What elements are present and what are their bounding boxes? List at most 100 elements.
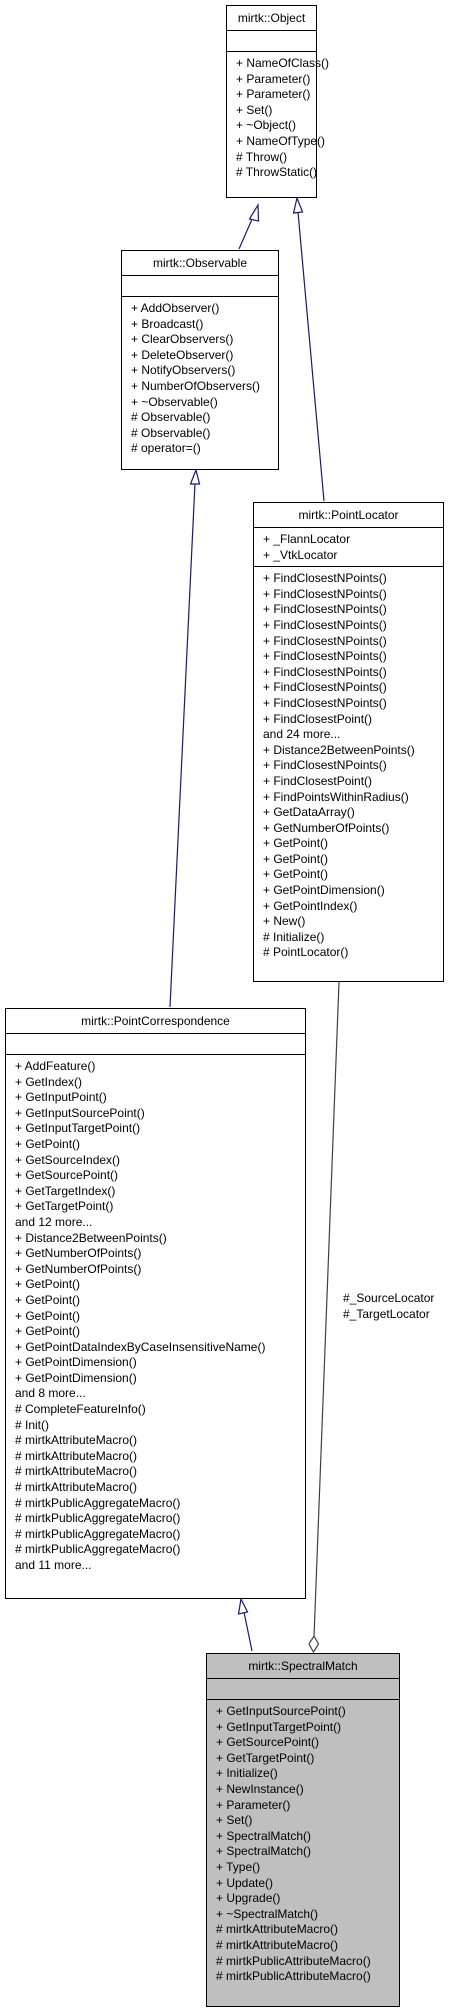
class-member: + GetSourcePoint() xyxy=(15,1168,119,1183)
methods-section: + AddObserver()+ Broadcast()+ ClearObser… xyxy=(122,297,278,460)
class-member: # mirtkPublicAttributeMacro() xyxy=(216,1953,371,1968)
class-member: # mirtkAttributeMacro() xyxy=(15,1448,138,1463)
edge-observable-to-object xyxy=(238,216,254,250)
class-member: + AddFeature() xyxy=(15,1059,96,1073)
class-member: + _VtkLocator xyxy=(263,547,338,562)
class-member: # Observable() xyxy=(131,425,211,440)
class-member: + GetTargetPoint() xyxy=(15,1199,114,1214)
attributes-section xyxy=(6,1034,305,1055)
class-member: + GetInputTargetPoint() xyxy=(216,1719,342,1734)
methods-section: + NameOfClass()+ Parameter()+ Parameter(… xyxy=(227,52,330,184)
class-member: # CompleteFeatureInfo() xyxy=(15,1402,146,1417)
class-member: + GetTargetIndex() xyxy=(15,1183,116,1198)
inheritance-arrowhead xyxy=(237,1597,249,1615)
class-member: # mirtkPublicAggregateMacro() xyxy=(15,1511,181,1526)
class-member: + FindClosestNPoints() xyxy=(263,695,387,710)
class-member: # operator=() xyxy=(131,441,201,456)
class-point-correspondence[interactable]: mirtk::PointCorrespondence + AddFeature(… xyxy=(5,1008,306,1599)
class-name: mirtk::SpectralMatch xyxy=(207,1654,399,1679)
edge-pointlocator-to-object xyxy=(297,211,325,502)
class-name: mirtk::Object xyxy=(227,6,316,31)
class-member: + New() xyxy=(263,914,306,929)
class-member: + GetPointDimension() xyxy=(263,883,385,898)
class-member: and 11 more... xyxy=(15,1558,92,1572)
methods-section: + AddFeature()+ GetIndex()+ GetInputPoin… xyxy=(6,1055,305,1577)
edge-pointcorrespondence-to-observable xyxy=(169,482,196,1008)
class-member: + NewInstance() xyxy=(216,1781,304,1796)
class-member: + ~Observable() xyxy=(131,394,218,409)
class-point-locator[interactable]: mirtk::PointLocator + _FlannLocator+ _Vt… xyxy=(253,502,444,982)
class-member: + FindClosestNPoints() xyxy=(263,633,387,648)
class-member: + Distance2BetweenPoints() xyxy=(15,1230,167,1245)
class-member: and 12 more... xyxy=(15,1214,93,1229)
class-observable[interactable]: mirtk::Observable + AddObserver()+ Broad… xyxy=(121,250,279,470)
class-member: + _FlannLocator xyxy=(263,532,351,546)
class-member: + GetPointDimension() xyxy=(15,1370,137,1385)
class-member: + GetNumberOfPoints() xyxy=(15,1246,142,1261)
class-member: # mirtkPublicAggregateMacro() xyxy=(15,1526,181,1541)
class-member: + NameOfType() xyxy=(236,133,326,148)
class-member: + Parameter() xyxy=(236,87,311,102)
class-member: # mirtkAttributeMacro() xyxy=(15,1480,138,1495)
class-member: # ThrowStatic() xyxy=(236,165,318,180)
class-member: + GetPoint() xyxy=(15,1277,81,1292)
class-member: # PointLocator() xyxy=(263,945,349,960)
class-member: + NumberOfObservers() xyxy=(131,378,261,393)
class-member: + Type() xyxy=(216,1859,261,1874)
class-member: + Broadcast() xyxy=(131,316,204,331)
class-member: + Parameter() xyxy=(216,1797,291,1812)
class-member: + GetInputSourcePoint() xyxy=(15,1105,145,1120)
class-object[interactable]: mirtk::Object + NameOfClass()+ Parameter… xyxy=(226,5,330,198)
class-member: + FindClosestNPoints() xyxy=(263,649,387,664)
class-member: # mirtkPublicAggregateMacro() xyxy=(15,1542,181,1557)
class-member: + FindClosestNPoints() xyxy=(263,571,387,586)
class-member: + ~SpectralMatch() xyxy=(216,1906,319,1921)
class-member: + GetPoint() xyxy=(15,1308,81,1323)
attributes-section xyxy=(227,31,316,52)
class-member: + NotifyObservers() xyxy=(131,363,236,378)
class-member: # mirtkPublicAggregateMacro() xyxy=(15,1495,181,1510)
class-member: # Observable() xyxy=(131,410,211,425)
class-member: + Parameter() xyxy=(236,71,311,86)
methods-section: + GetInputSourcePoint()+ GetInputTargetP… xyxy=(207,1700,399,1988)
inheritance-arrowhead xyxy=(189,468,201,485)
class-member: + GetInputPoint() xyxy=(15,1090,107,1105)
class-member: + FindClosestNPoints() xyxy=(263,602,387,617)
class-member: + Initialize() xyxy=(216,1766,278,1781)
class-member: and 8 more... xyxy=(15,1386,86,1401)
class-member: + FindClosestPoint() xyxy=(263,773,373,788)
class-member: + NameOfClass() xyxy=(236,56,330,70)
class-member: + FindPointsWithinRadius() xyxy=(263,789,409,804)
class-member: + DeleteObserver() xyxy=(131,347,234,362)
edge-label-source-locator: #_SourceLocator xyxy=(343,1291,435,1305)
class-member: + GetPoint() xyxy=(15,1324,81,1339)
class-member: # mirtkAttributeMacro() xyxy=(216,1922,339,1937)
class-member: + GetPoint() xyxy=(263,836,329,851)
class-member: + GetSourceIndex() xyxy=(15,1152,121,1167)
class-spectral-match[interactable]: mirtk::SpectralMatch + GetInputSourcePoi… xyxy=(206,1653,400,2007)
class-member: + FindClosestPoint() xyxy=(263,711,373,726)
class-member: + FindClosestNPoints() xyxy=(263,758,387,773)
class-member: # Init() xyxy=(15,1417,50,1432)
class-member: + FindClosestNPoints() xyxy=(263,664,387,679)
class-member: + SpectralMatch() xyxy=(216,1844,312,1859)
class-member: + GetDataArray() xyxy=(263,805,355,820)
class-member: + GetPointDimension() xyxy=(15,1355,137,1370)
class-member: + GetIndex() xyxy=(15,1074,83,1089)
class-member: + ClearObservers() xyxy=(131,332,234,347)
inheritance-arrowhead xyxy=(292,195,304,214)
attributes-section: + _FlannLocator+ _VtkLocator xyxy=(254,528,443,568)
class-member: # mirtkAttributeMacro() xyxy=(15,1464,138,1479)
class-member: # mirtkAttributeMacro() xyxy=(15,1433,138,1448)
methods-section: + FindClosestNPoints()+ FindClosestNPoin… xyxy=(254,567,443,964)
class-member: + AddObserver() xyxy=(131,301,220,315)
class-member: + GetPointIndex() xyxy=(263,898,358,913)
class-member: + ~Object() xyxy=(236,118,297,133)
class-member: + GetPoint() xyxy=(263,851,329,866)
class-member: + GetPointDataIndexByCaseInsensitiveName… xyxy=(15,1339,266,1354)
class-member: + Update() xyxy=(216,1875,274,1890)
class-member: + GetNumberOfPoints() xyxy=(263,820,390,835)
class-member: + GetInputTargetPoint() xyxy=(15,1121,141,1136)
class-name: mirtk::Observable xyxy=(122,251,278,276)
